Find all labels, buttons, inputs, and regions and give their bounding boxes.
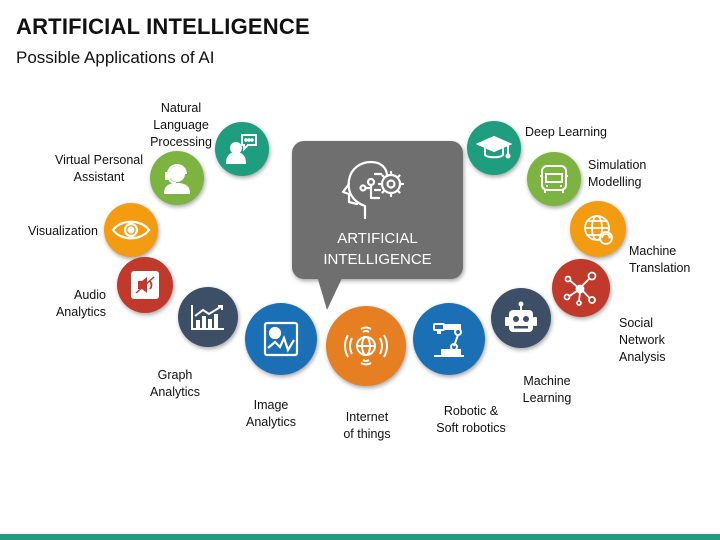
visualization-circle [104,203,158,257]
label-nlp: Natural Language Processing [150,101,212,149]
car-icon [540,165,568,193]
sim-circle [527,152,581,206]
label-vpa: Virtual Personal Assistant [54,153,143,184]
label-image: Image Analytics [245,398,297,429]
page-title: ARTIFICIAL INTELLIGENCE [16,14,310,39]
graph-circle [178,287,238,347]
dl-circle [467,121,521,175]
label-mt: Machine Translation [629,244,691,275]
speaker-icon [131,271,159,299]
graduation-cap-icon [476,135,512,159]
globe-signal-icon [344,326,388,366]
center-label: ARTIFICIAL INTELLIGENCE [292,228,463,270]
image-chart-icon [263,321,299,357]
eye-icon [111,220,151,240]
center-label-line1: ARTIFICIAL [337,230,418,247]
center-bubble-tail [317,276,343,310]
sna-circle [552,259,610,317]
image-circle [245,303,317,375]
label-robotics: Robotic & Soft robotics [436,404,506,435]
network-icon [563,271,597,306]
label-sna: Social Network Analysis [619,316,666,364]
page-subtitle: Possible Applications of AI [16,48,215,67]
vpa-circle [150,151,204,205]
robot-head-icon [505,301,537,332]
iot-circle [326,306,406,386]
label-dl: Deep Learning [525,125,608,139]
headset-person-icon [163,164,191,194]
audio-circle [117,257,173,313]
ml-circle [491,288,551,348]
label-audio: Audio Analytics [55,288,106,319]
speech-person-icon [225,134,257,164]
label-sim: Simulation Modelling [588,158,647,189]
label-iot: Internet of things [343,410,391,441]
robot-arm-icon [433,323,464,357]
label-ml: Machine Learning [522,374,572,405]
robotics-circle [413,303,485,375]
label-visualization: Visualization [28,224,98,238]
footer-bar [0,534,720,540]
label-graph: Graph Analytics [149,368,201,399]
nlp-circle [215,122,269,176]
mt-circle [570,201,626,257]
center-label-line2: INTELLIGENCE [323,251,432,268]
ai-head-gear-icon [335,158,415,222]
globe-translate-icon [584,215,613,245]
chart-icon [191,305,224,330]
